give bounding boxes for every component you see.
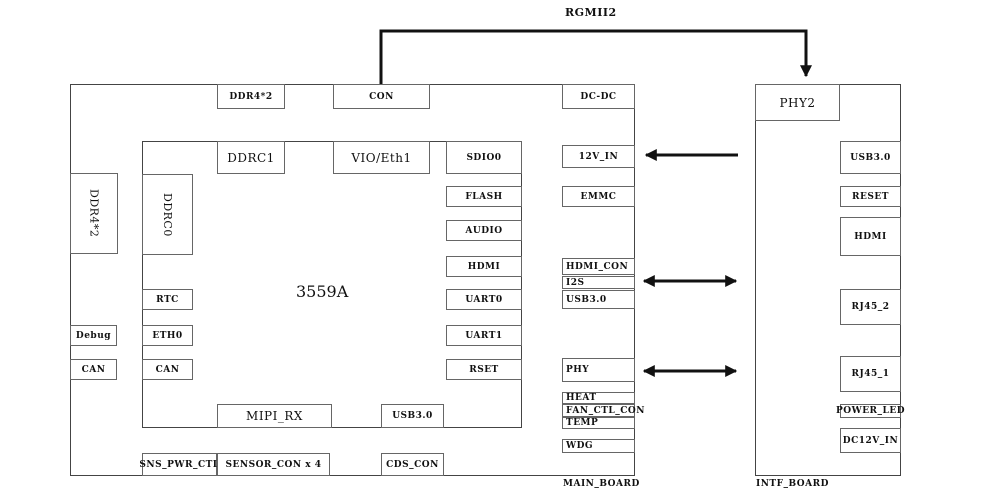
rj45-1-box: RJ45_1	[840, 356, 901, 392]
power-led-box: POWER_LED	[835, 404, 906, 418]
rset-box: RSET	[446, 359, 522, 380]
debug-box: Debug	[70, 325, 117, 346]
soc-3559a	[142, 141, 522, 428]
main-board-label: MAIN_BOARD	[563, 479, 640, 489]
con-top-box: CON	[333, 84, 430, 109]
mipi-rx-box: MIPI_RX	[217, 404, 332, 428]
rj45-2-box: RJ45_2	[840, 289, 901, 325]
wdg-box: WDG	[562, 439, 635, 453]
fan-ctl-con-box: FAN_CTL_CON	[562, 404, 645, 417]
uart1-box: UART1	[446, 325, 522, 346]
vio-eth1-box: VIO/Eth1	[333, 141, 430, 174]
can-outer-box: CAN	[70, 359, 117, 380]
rtc-box: RTC	[142, 289, 193, 310]
v12-in-box: 12V_IN	[562, 145, 635, 168]
eth0-box: ETH0	[142, 325, 193, 346]
soc-name: 3559A	[296, 282, 349, 301]
rgmii2-arrow	[379, 29, 812, 84]
chip-usb30-box: USB3.0	[381, 404, 444, 428]
emmc-box: EMMC	[562, 186, 635, 207]
heat-box: HEAT	[562, 392, 635, 404]
phy-box: PHY	[562, 358, 635, 382]
ddr4-top-box: DDR4*2	[217, 84, 285, 109]
ddrc0-box: DDRC0	[142, 174, 193, 255]
intf-reset-box: RESET	[840, 186, 901, 207]
sns-pwr-ctl-box: SNS_PWR_CTL	[139, 453, 219, 476]
can-box: CAN	[142, 359, 193, 380]
dc12v-in-box: DC12V_IN	[840, 428, 901, 453]
hdmi-con-box: HDMI_CON	[562, 258, 635, 275]
sdio0-box: SDIO0	[446, 141, 522, 174]
cds-con-box: CDS_CON	[381, 453, 444, 476]
uart0-box: UART0	[446, 289, 522, 310]
ddrc1-box: DDRC1	[217, 141, 285, 174]
intf-hdmi-box: HDMI	[840, 217, 901, 256]
i2s-box: I2S	[562, 276, 635, 289]
sensor-con-box: SENSOR_CON x 4	[217, 453, 330, 476]
intf-board-label: INTF_BOARD	[756, 479, 829, 489]
audio-box: AUDIO	[446, 220, 522, 241]
dcdc-box: DC-DC	[562, 84, 635, 109]
main-usb30-box: USB3.0	[562, 290, 635, 309]
hdmi-box: HDMI	[446, 256, 522, 277]
phy2-box: PHY2	[755, 84, 840, 121]
temp-box: TEMP	[562, 417, 635, 429]
intf-usb30-box: USB3.0	[840, 141, 901, 174]
ddr4-left-box: DDR4*2	[70, 173, 118, 254]
rgmii2-label: RGMII2	[565, 6, 617, 19]
flash-box: FLASH	[446, 186, 522, 207]
